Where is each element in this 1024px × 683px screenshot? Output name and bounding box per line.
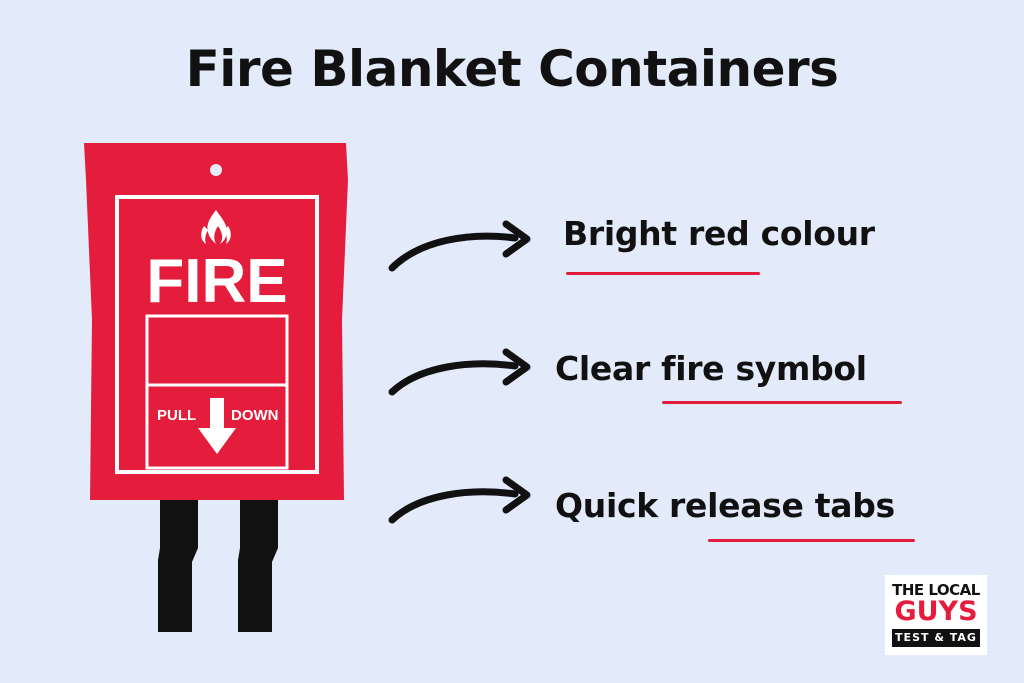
page-title: Fire Blanket Containers (185, 40, 839, 98)
arrow-icon-3 (388, 476, 531, 524)
down-arrow-icon (198, 398, 236, 454)
logo-line3: TEST & TAG (892, 629, 980, 647)
fire-blanket-container: FIRE PULL DOWN (84, 143, 348, 500)
feature-bright-red-colour: Bright red colour (563, 214, 875, 253)
logo-line2: GUYS (894, 596, 978, 627)
down-label: DOWN (231, 407, 279, 424)
inner-panel (145, 314, 289, 470)
flame-icon (201, 210, 231, 244)
feature-quick-release-tabs: Quick release tabs (555, 486, 895, 525)
pull-tab-right (238, 480, 278, 632)
pull-tab-left (158, 480, 198, 632)
arrow-icon-2 (388, 348, 531, 396)
underline-1 (566, 272, 760, 275)
fire-label: FIRE (146, 247, 287, 316)
logo-line1: THE LOCAL (892, 581, 980, 599)
feature-clear-fire-symbol: Clear fire symbol (555, 349, 867, 388)
outer-frame (115, 195, 319, 474)
arrow-icon-1 (388, 220, 531, 272)
underline-3 (708, 539, 915, 542)
hanging-hole (210, 164, 222, 176)
pull-label: PULL (157, 407, 196, 424)
brand-logo: THE LOCAL GUYS TEST & TAG (885, 575, 987, 655)
underline-2 (662, 401, 902, 404)
